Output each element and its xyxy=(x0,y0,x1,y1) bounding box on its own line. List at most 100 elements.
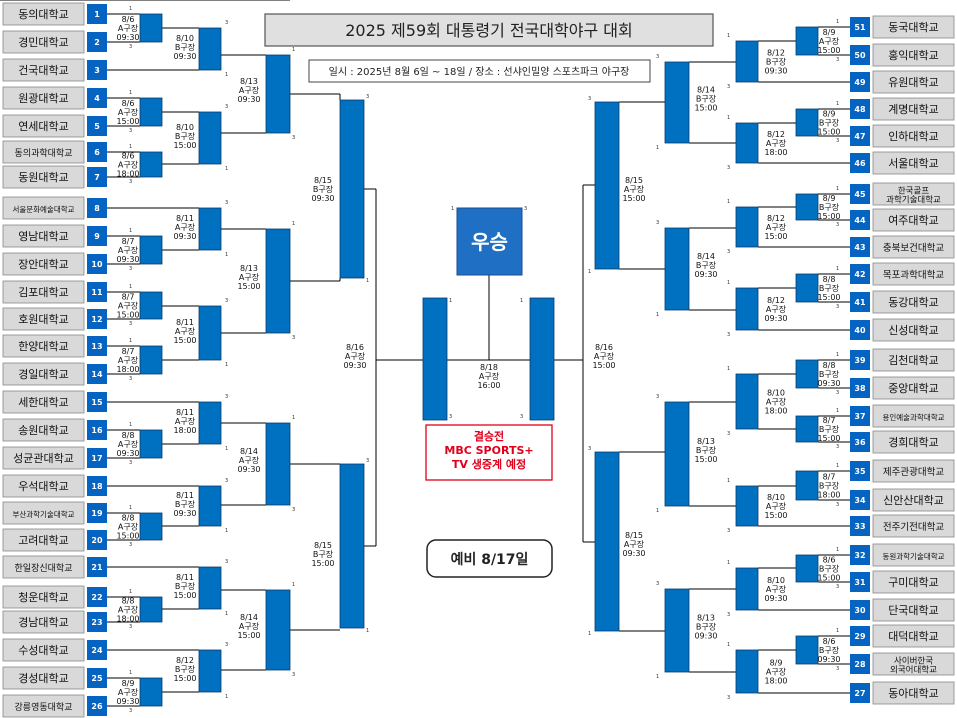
seed-box xyxy=(850,683,870,703)
score-mark: 1 xyxy=(836,266,839,272)
page-title: 2025 제59회 대통령기 전국대학야구 대회 xyxy=(345,21,633,40)
score-mark: 1 xyxy=(727,366,730,372)
team-name: 대덕대학교 xyxy=(888,630,939,643)
seed-box xyxy=(87,503,107,523)
team-name-box xyxy=(2,252,85,276)
match-bar xyxy=(664,227,690,311)
score-mark: 3 xyxy=(836,57,839,63)
score-mark: 3 xyxy=(656,220,659,226)
seed-number: 35 xyxy=(854,467,866,476)
match-bar xyxy=(795,273,819,303)
score-mark: 1 xyxy=(292,47,295,53)
seed-box xyxy=(87,116,107,136)
team-name-box xyxy=(872,318,955,342)
seed-box xyxy=(850,600,870,620)
score-mark: 3 xyxy=(225,200,228,206)
team-name: 연세대학교 xyxy=(18,120,69,133)
seed-box xyxy=(87,309,107,329)
score-mark: 3 xyxy=(836,138,839,144)
match-bar xyxy=(664,61,690,144)
team-name: 호원대학교 xyxy=(18,313,69,326)
score-mark: 3 xyxy=(836,584,839,590)
seed-number: 50 xyxy=(854,51,866,60)
match-bar xyxy=(795,554,819,583)
match-bar xyxy=(265,228,291,334)
seed-number: 2 xyxy=(94,38,100,47)
seed-box xyxy=(87,476,107,496)
team-name: 서울대학교 xyxy=(888,157,939,170)
seed-number: 51 xyxy=(854,23,866,32)
seed-number: 47 xyxy=(854,132,865,141)
seed-number: 13 xyxy=(91,342,102,351)
score-mark: 1 xyxy=(129,284,132,290)
team-name-box xyxy=(2,58,85,82)
seed-box xyxy=(87,226,107,246)
score-mark: 3 xyxy=(292,335,295,341)
match-bar xyxy=(795,108,819,137)
score-mark: 3 xyxy=(656,581,659,587)
score-mark: 3 xyxy=(520,414,523,420)
score-mark: 1 xyxy=(225,166,228,172)
team-name-box xyxy=(2,666,85,690)
score-mark: 1 xyxy=(588,631,591,637)
team-name: 동원대학교 xyxy=(18,171,69,184)
seed-box xyxy=(87,32,107,52)
bracket-lines xyxy=(0,0,850,707)
score-mark: 3 xyxy=(129,376,132,382)
match-bar xyxy=(795,193,819,221)
score-mark: 1 xyxy=(836,352,839,358)
score-mark: 1 xyxy=(727,33,730,39)
match-bar xyxy=(795,359,819,389)
seed-number: 8 xyxy=(94,204,100,213)
seed-number: 32 xyxy=(854,551,865,560)
team-name-box xyxy=(872,348,955,372)
seed-number: 33 xyxy=(854,522,865,531)
team-name: 동강대학교 xyxy=(888,296,939,309)
team-name-box xyxy=(872,488,955,512)
team-name-box xyxy=(872,570,955,594)
score-mark: 3 xyxy=(836,390,839,396)
team-name-box xyxy=(2,528,85,552)
team-name-box xyxy=(872,262,955,286)
score-mark: 1 xyxy=(449,298,452,304)
score-mark: 1 xyxy=(451,206,454,212)
score-mark: 3 xyxy=(129,708,132,714)
seed-box xyxy=(87,696,107,716)
match-bar xyxy=(735,649,759,694)
score-mark: 1 xyxy=(656,145,659,151)
seed-number: 25 xyxy=(91,674,103,683)
team-name: 신안산대학교 xyxy=(883,494,944,507)
seed-box xyxy=(87,336,107,356)
match-bar xyxy=(735,287,759,331)
match-bar xyxy=(664,588,690,673)
team-name: 유원대학교 xyxy=(888,76,939,89)
seed-number: 49 xyxy=(854,78,866,87)
score-mark: 3 xyxy=(727,695,730,701)
match-bar xyxy=(139,512,163,541)
match-bar xyxy=(265,422,291,506)
score-mark: 3 xyxy=(225,642,228,648)
team-name: 경남대학교 xyxy=(18,616,69,629)
